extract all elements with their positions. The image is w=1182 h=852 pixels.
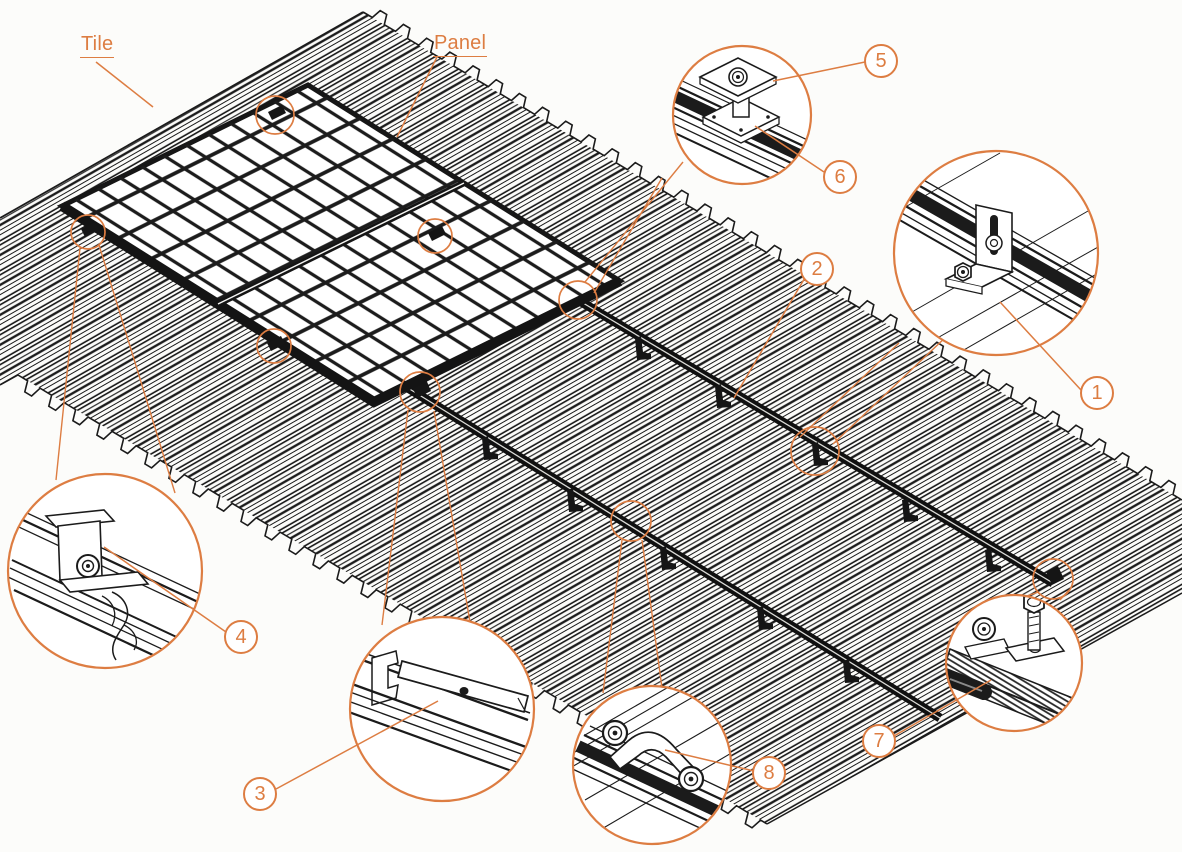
rail-bracket-marker [790, 426, 840, 476]
roof-top-jagged-edge [362, 9, 1182, 501]
detail-circle-end-clamp [6, 472, 204, 670]
l-bracket-drawing [943, 204, 1015, 295]
rail-end-marker [1032, 558, 1074, 600]
mid-clamp-marker [417, 218, 453, 254]
magnifier-cone-lines [55, 161, 1070, 694]
callout-5: 5 [864, 44, 898, 78]
tile-label: Tile [80, 33, 115, 58]
detail-circle-l-bracket [892, 149, 1100, 357]
callout-2: 2 [800, 252, 834, 286]
leader-2 [733, 275, 807, 399]
rail-bracket-marker [610, 500, 652, 542]
detail-circle-base-plate [671, 44, 813, 186]
solar-panels [56, 82, 626, 408]
end-clamp-marker [70, 214, 106, 250]
leader-5 [772, 61, 866, 82]
hatched-rail-drawing [946, 648, 1081, 731]
callout-8: 8 [752, 756, 786, 790]
end-clamp-marker [255, 95, 295, 135]
upper-rail-highlight [577, 299, 1054, 584]
clamp-plate-drawing [698, 57, 778, 104]
callout-4: 4 [224, 620, 258, 654]
end-clamp-drawing [44, 509, 150, 593]
detail-circle-hanger-bolt [944, 593, 1084, 733]
leader-1 [999, 301, 1082, 391]
marker-circles [70, 95, 1074, 600]
leader-7 [893, 679, 992, 737]
clamp-bolts-drawing [601, 719, 705, 793]
panel-divider-gap [217, 182, 465, 305]
callout-1: 1 [1080, 376, 1114, 410]
panel-frame-lower-edge [59, 201, 623, 408]
rail-end-marker [399, 371, 441, 413]
leader-6 [754, 125, 825, 173]
panel-label: Panel [433, 32, 488, 57]
splice-bar-drawing [396, 659, 530, 714]
lower-rail-highlight [407, 387, 941, 719]
panel-leader [396, 56, 438, 138]
roof-left-edge [0, 374, 19, 386]
rail-end-marker [558, 280, 598, 320]
roof-ridge-edge [0, 11, 364, 219]
detail-circle-rail-splice [348, 615, 536, 803]
rail-end-cap [1046, 566, 1064, 585]
leader-8 [664, 749, 755, 772]
roof-brackets [482, 336, 1001, 683]
clamp-glyphs [81, 105, 446, 351]
mid-clamp-marker [256, 328, 292, 364]
detail-circle-mid-clamp [571, 684, 733, 846]
leader-4 [103, 546, 227, 633]
tile-leader [95, 61, 154, 108]
leader-lines [95, 56, 1082, 790]
callout-6: 6 [823, 160, 857, 194]
callout-7: 7 [862, 724, 896, 758]
leader-3 [275, 700, 439, 790]
callout-3: 3 [243, 777, 277, 811]
